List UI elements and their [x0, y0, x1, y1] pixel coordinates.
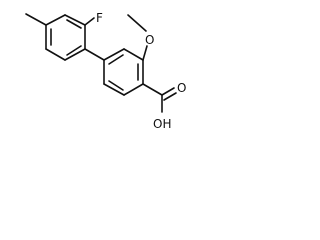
bond-r2: [123, 48, 144, 61]
bond-l1: [45, 14, 66, 26]
bond-l5: [45, 48, 66, 61]
bond-r1-inner: [108, 54, 124, 65]
bond-r4: [123, 83, 144, 96]
ether-oxygen-label: O: [145, 33, 154, 47]
carbonyl-bond-a: [161, 87, 175, 96]
carbonyl-oxygen-label: O: [177, 81, 186, 95]
bond-r5-inner: [108, 80, 124, 91]
carboxyl-ring-bond: [142, 83, 163, 96]
biaryl-bond: [84, 48, 105, 61]
fluorine-label: F: [96, 11, 103, 25]
methoxy-methyl-bond: [127, 14, 147, 32]
bond-l4-inner: [66, 45, 82, 56]
carbonyl-bond-b: [163, 92, 177, 101]
bond-r5: [103, 83, 125, 96]
hydroxyl-label: OH: [153, 117, 171, 131]
fluorine-bond: [84, 17, 95, 26]
ring-left: [45, 14, 86, 61]
ring-right: [103, 48, 144, 96]
bond-l2-inner: [66, 19, 82, 29]
methyl-bond: [25, 13, 47, 26]
bond-r1: [103, 48, 125, 61]
molecule-structure: F O O OH: [25, 11, 186, 131]
bond-l2: [64, 14, 86, 26]
methoxy-ring-bond: [142, 45, 148, 61]
bond-l4: [64, 48, 86, 61]
